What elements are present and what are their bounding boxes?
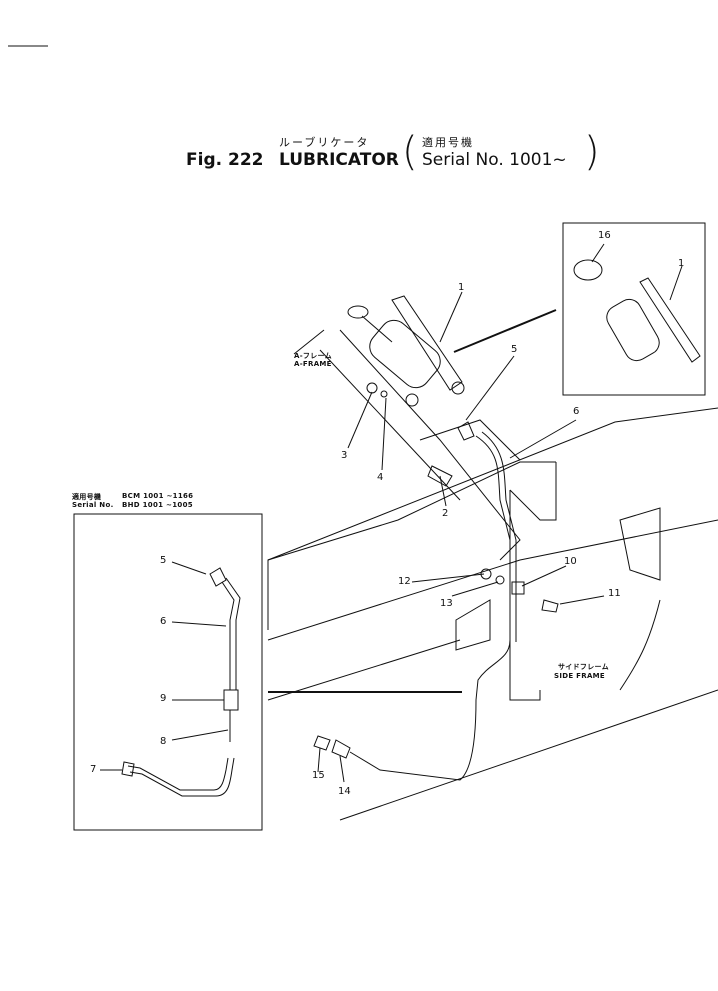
fitting-15 [313,735,331,751]
inset-box [73,513,263,831]
frame-ridge [267,461,556,561]
a-frame-edge-3 [419,419,521,461]
serial-range: Serial No. 1001~ [422,150,567,170]
detail-bracket [639,277,701,363]
frame-middle-edge [267,519,718,641]
frame-bottom-edge [339,689,718,821]
a-frame-label-jp: A-フレーム [294,352,332,360]
frame-top-edge [267,407,718,630]
lubricator-cylinder [369,319,441,389]
detail-lubricator [606,298,660,362]
frame-curve [619,599,661,691]
inset-tube-6 [221,581,235,690]
callout-5: 5 [511,344,518,355]
frame-opening-left [455,599,491,651]
inset-callout-6: 6 [160,616,167,627]
fitting-5 [457,421,475,441]
frame-post-top [509,462,557,521]
tube-6 [349,435,511,781]
detail-callout-1: 1 [678,258,685,269]
detail-box [562,222,706,396]
callout-15: 15 [312,770,325,781]
lubricator-cap [347,305,369,319]
inset-fitting-5 [209,567,227,587]
callout-4: 4 [377,472,384,483]
inset-note-model-2: BHD 1001 ~1005 [122,501,193,509]
a-frame-edge-2 [319,349,461,501]
inset-fitting-7 [121,761,135,777]
callout-10: 10 [564,556,577,567]
bolt-2 [427,465,453,487]
side-frame-label-en: SIDE FRAME [554,672,606,680]
inset-tube-7 [127,757,229,791]
fitting-14 [331,739,351,759]
frame-lower-edge [267,639,461,701]
inset-callout-8: 8 [160,736,167,747]
washer-13 [495,575,505,585]
a-frame-label-en: A-FRAME [294,360,332,368]
tube-6-outline [481,431,517,642]
open-paren: ( [402,129,418,175]
inset-tube-6-outline [225,577,241,690]
washer-4 [380,390,388,398]
clamp-16 [573,259,603,281]
callout-3: 3 [341,450,348,461]
lubricator-neck [361,315,393,343]
inset-joint-9 [223,689,239,711]
callout-12: 12 [398,576,411,587]
detail-callout-16: 16 [598,230,611,241]
title-jp: ルーブリケータ [279,136,370,149]
bracket-bolt-2 [451,381,465,395]
figure-number: Fig. 222 [186,150,264,170]
callout-1: 1 [458,282,465,293]
callout-11: 11 [608,588,621,599]
nut-3 [366,382,378,394]
inset-note-model-1: BCM 1001 ~1166 [122,492,194,500]
bracket-bolt-1 [405,393,419,407]
side-frame-label-jp: サイドフレーム [558,663,609,671]
lubricator-bracket [391,295,463,391]
inset-callout-5: 5 [160,555,167,566]
inset-note-jp: 適用号機 [72,493,102,501]
inset-callout-7: 7 [90,764,97,775]
a-frame-edge-1 [339,329,521,561]
frame-post [509,490,541,701]
inset-note-serial-prefix: Serial No. [72,501,114,509]
callout-2: 2 [442,508,449,519]
inset-callout-9: 9 [160,693,167,704]
frame-opening-right [619,507,661,581]
callout-6: 6 [573,406,580,417]
callout-13: 13 [440,598,453,609]
close-paren: ) [584,129,600,175]
clamp-10 [511,581,525,595]
callout-14: 14 [338,786,351,797]
bolt-11 [541,599,559,613]
applicable-jp: 適用号機 [422,136,474,149]
figure-title: LUBRICATOR [279,150,399,170]
arrow-to-detail [453,309,557,353]
